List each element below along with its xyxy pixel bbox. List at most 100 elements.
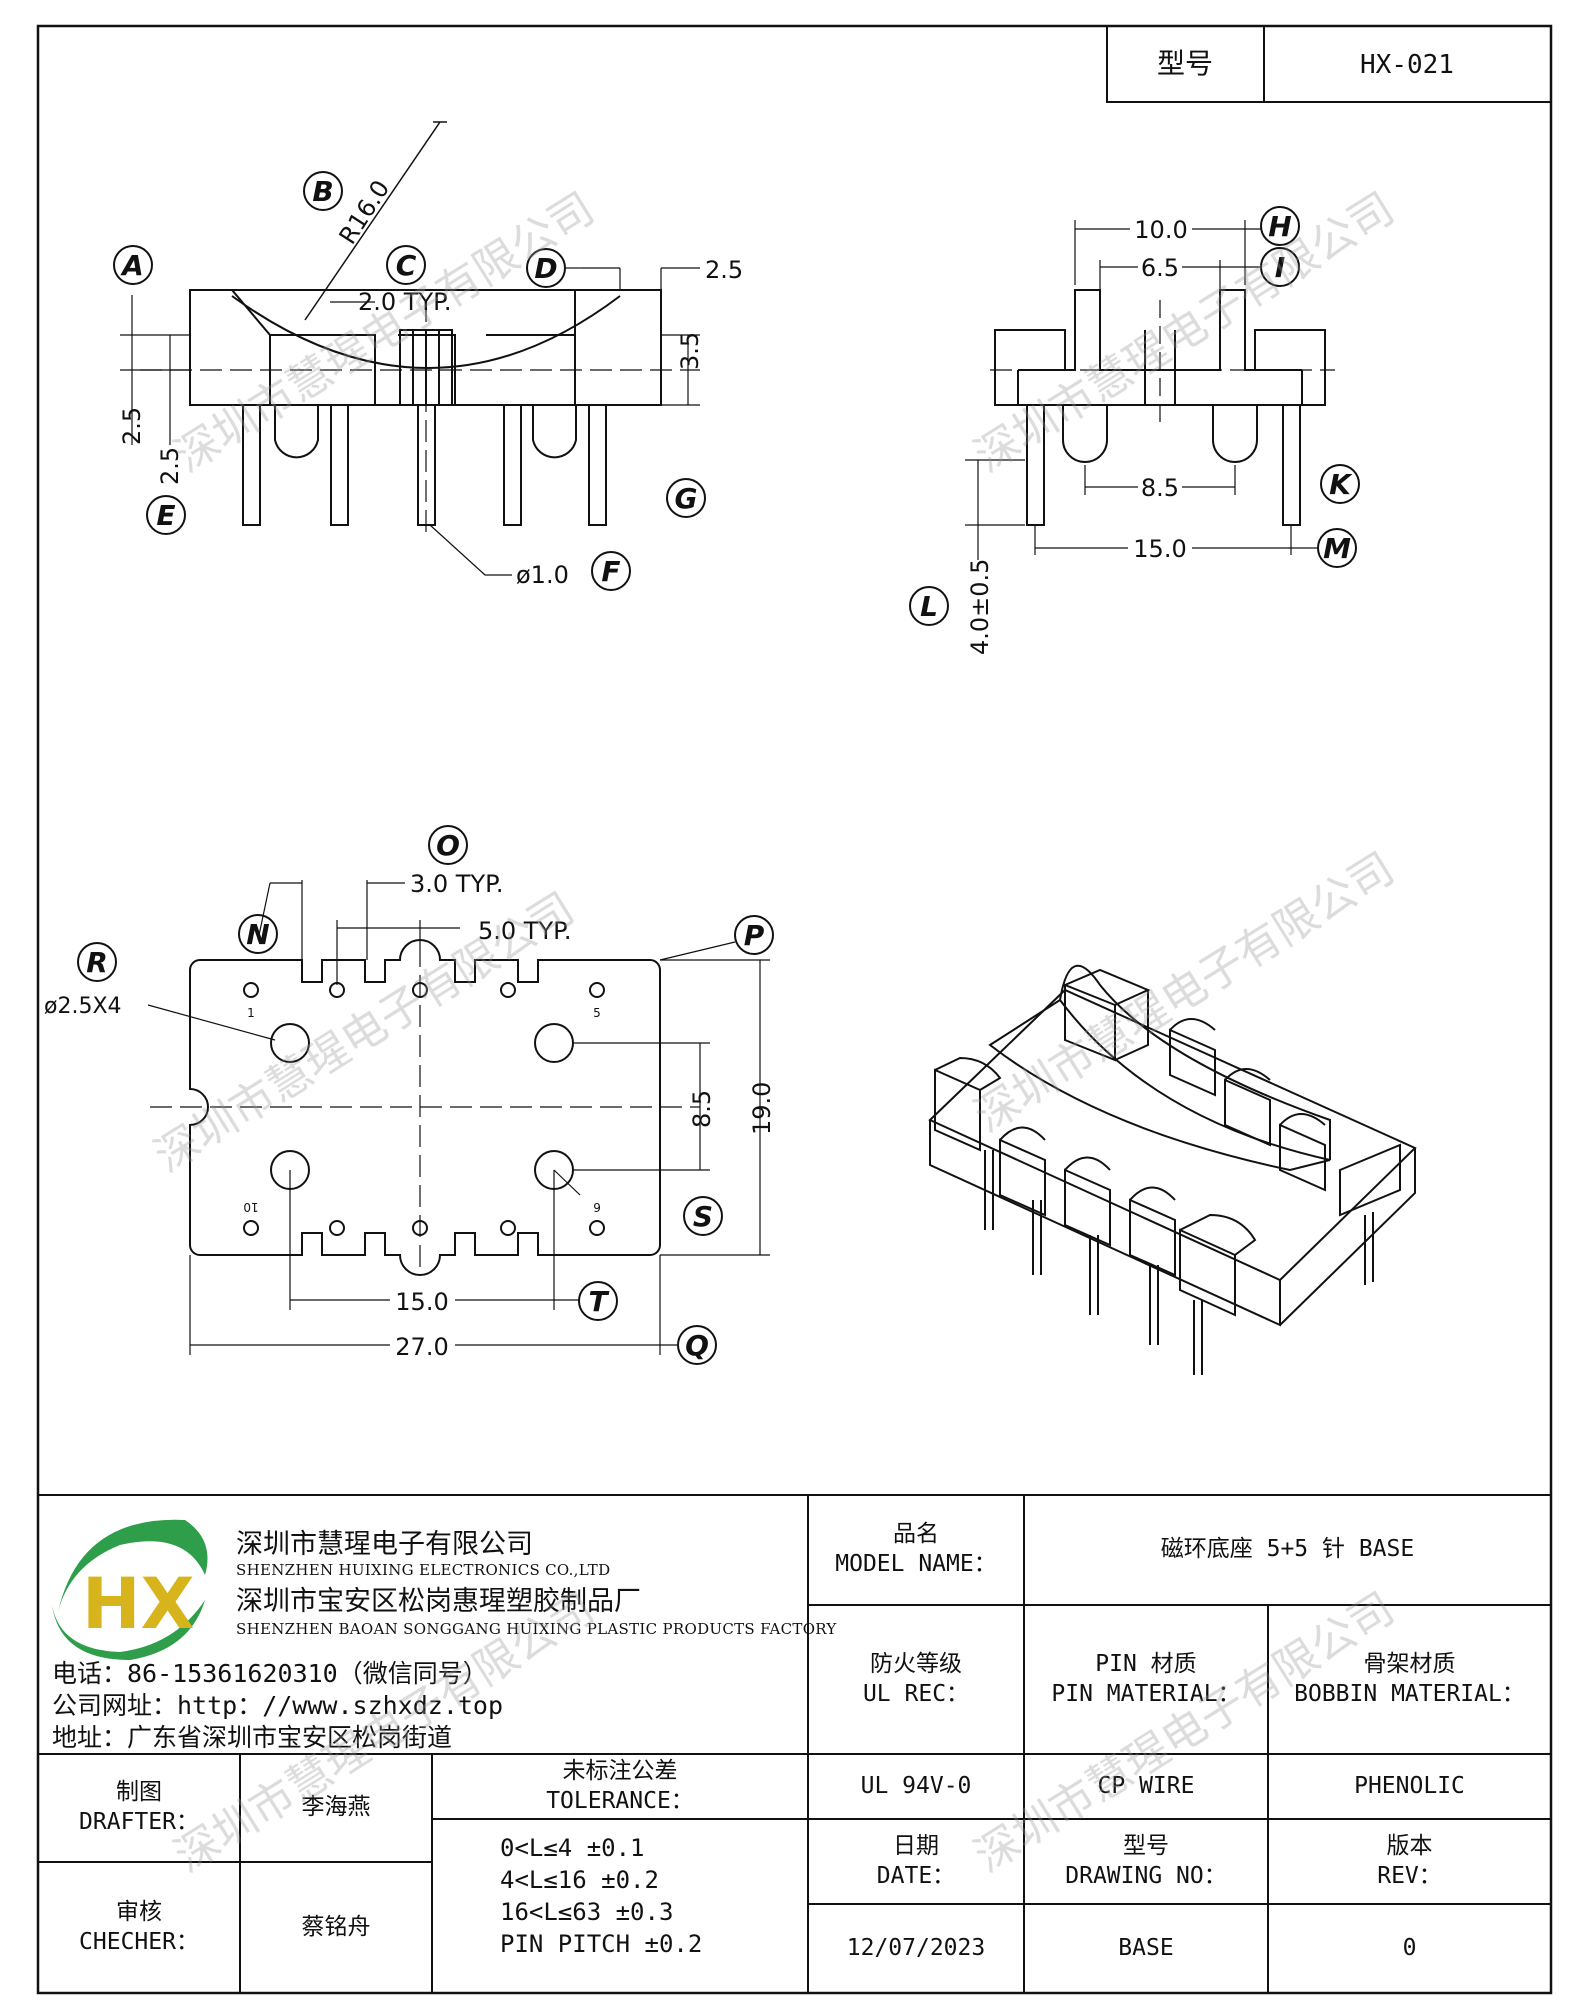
label-n-circle bbox=[238, 914, 278, 954]
label-k: K bbox=[1329, 468, 1353, 501]
label-o: O bbox=[436, 829, 460, 862]
bottom-notch-pitch-dim: 3.0 TYP. bbox=[410, 870, 503, 898]
side-width-inner-dim: 6.5 bbox=[1141, 254, 1179, 282]
label-p: P bbox=[744, 919, 765, 952]
date-value: 12/07/2023 bbox=[846, 1934, 986, 1961]
front-left-dim-a: 2.5 bbox=[118, 407, 146, 445]
pin-10-label: 10 bbox=[243, 1200, 258, 1214]
pin-5-label: 5 bbox=[593, 1006, 601, 1020]
label-n: N bbox=[246, 918, 269, 951]
bottom-slot-typ-dim: 5.0 TYP. bbox=[478, 917, 571, 945]
tolerance-row: PIN PITCH ±0.2 bbox=[500, 1930, 703, 1958]
label-f-circle bbox=[591, 551, 631, 591]
front-core-arc bbox=[231, 295, 621, 369]
side-pin-inner-dim: 8.5 bbox=[1141, 474, 1179, 502]
tolerance-row: 16<L≤63 ±0.3 bbox=[500, 1898, 674, 1926]
front-slot-typ-label: 2.0 TYP. bbox=[358, 288, 451, 316]
front-top-right-dim: 2.5 bbox=[705, 256, 743, 284]
bottom-hole-dia-dim: ø2.5X4 bbox=[44, 994, 122, 1019]
label-k-circle bbox=[1320, 464, 1360, 504]
label-s-circle bbox=[683, 1196, 723, 1236]
front-left-dim-b: 2.5 bbox=[156, 447, 184, 485]
company-address: 地址：广东省深圳市宝安区松岗街道 bbox=[52, 1723, 453, 1752]
bottom-hole-span-v-dim: 8.5 bbox=[688, 1090, 716, 1128]
label-m: M bbox=[1323, 532, 1351, 565]
bobbin-material-value: PHENOLIC bbox=[1354, 1772, 1465, 1799]
label-b-circle bbox=[303, 171, 343, 211]
label-h: H bbox=[1268, 210, 1291, 243]
label-b: B bbox=[312, 175, 333, 208]
label-a-circle bbox=[113, 245, 153, 285]
title-block-grid bbox=[38, 1494, 1551, 1993]
label-e: E bbox=[156, 499, 175, 532]
label-t: T bbox=[588, 1285, 609, 1318]
bottom-small-holes bbox=[243, 982, 605, 1236]
bottom-view: 1 5 10 6 3.0 TYP. 5.0 TYP. ø2.5X4 8.5 19… bbox=[44, 825, 776, 1365]
header-model-box: 型号 HX-021 bbox=[1106, 25, 1552, 103]
label-f: F bbox=[601, 555, 620, 588]
model-name-value: 磁环底座 5+5 针 BASE bbox=[1160, 1536, 1415, 1563]
company-logo: HX bbox=[52, 1519, 208, 1660]
label-c-circle bbox=[386, 245, 426, 285]
header-model-label: 型号 bbox=[1157, 47, 1213, 80]
rev-value: 0 bbox=[1402, 1934, 1417, 1961]
label-d-circle bbox=[526, 248, 566, 288]
pin-1-label: 1 bbox=[247, 1006, 255, 1020]
side-view: 10.0 6.5 8.5 15.0 4.0±0.5 H I bbox=[909, 206, 1360, 655]
label-g: G bbox=[675, 482, 698, 515]
tolerance-row: 4<L≤16 ±0.2 bbox=[500, 1866, 659, 1894]
label-a: A bbox=[120, 249, 144, 282]
company-phone: 电话：86-15361620310（微信同号） bbox=[52, 1659, 488, 1688]
front-view: R16.0 2.0 TYP. 2.5 3.5 2.5 2.5 ø1.0 A B bbox=[113, 121, 743, 591]
company-info: 深圳市慧瑆电子有限公司 SHENZHEN HUIXING ELECTRONICS… bbox=[236, 1522, 837, 1638]
company-name-cn: 深圳市慧瑆电子有限公司 bbox=[236, 1529, 533, 1560]
factory-name-en: SHENZHEN BAOAN SONGGANG HUIXING PLASTIC … bbox=[236, 1620, 837, 1638]
label-m-circle bbox=[1317, 528, 1357, 568]
label-t-circle bbox=[578, 1281, 618, 1321]
checker-name: 蔡铭舟 bbox=[301, 1913, 371, 1940]
label-c: C bbox=[396, 249, 417, 282]
label-r-circle bbox=[77, 942, 117, 982]
factory-name-cn: 深圳市宝安区松岗惠瑆塑胶制品厂 bbox=[236, 1586, 641, 1617]
label-q: Q bbox=[685, 1329, 709, 1362]
sheet-border bbox=[36, 24, 1553, 1995]
label-p-circle bbox=[734, 915, 774, 955]
label-o-circle bbox=[428, 825, 468, 865]
drafter-name: 李海燕 bbox=[301, 1794, 371, 1821]
pin-6-label: 6 bbox=[593, 1200, 601, 1214]
logo-letters: HX bbox=[82, 1563, 195, 1645]
front-radius-label: R16.0 bbox=[334, 175, 396, 249]
header-model-value: HX-021 bbox=[1360, 50, 1454, 80]
label-e-circle bbox=[146, 495, 186, 535]
label-s: S bbox=[693, 1200, 713, 1233]
front-pins bbox=[242, 404, 607, 526]
side-pin-outer-dim: 15.0 bbox=[1133, 535, 1186, 563]
front-height-dim: 3.5 bbox=[676, 332, 704, 370]
label-h-circle bbox=[1260, 206, 1300, 246]
bottom-hole-span-h-dim: 15.0 bbox=[395, 1288, 448, 1316]
company-name-en: SHENZHEN HUIXING ELECTRONICS CO.,LTD bbox=[236, 1561, 611, 1579]
label-g-circle bbox=[666, 478, 706, 518]
bottom-width-dim: 27.0 bbox=[395, 1333, 448, 1361]
ul-rec-value: UL 94V-0 bbox=[860, 1772, 972, 1799]
label-q-circle bbox=[677, 1325, 717, 1365]
label-l-circle bbox=[909, 586, 949, 626]
company-website: 公司网址：http：//www.szhxdz.top bbox=[52, 1691, 504, 1720]
bottom-height-dim: 19.0 bbox=[748, 1082, 776, 1135]
label-l: L bbox=[920, 590, 938, 623]
pin-material-value: CP WIRE bbox=[1097, 1772, 1195, 1799]
label-d: D bbox=[534, 252, 557, 285]
side-width-outer-dim: 10.0 bbox=[1134, 216, 1187, 244]
side-pin-length-dim: 4.0±0.5 bbox=[966, 559, 994, 655]
front-pin-dia-label: ø1.0 bbox=[516, 561, 569, 589]
